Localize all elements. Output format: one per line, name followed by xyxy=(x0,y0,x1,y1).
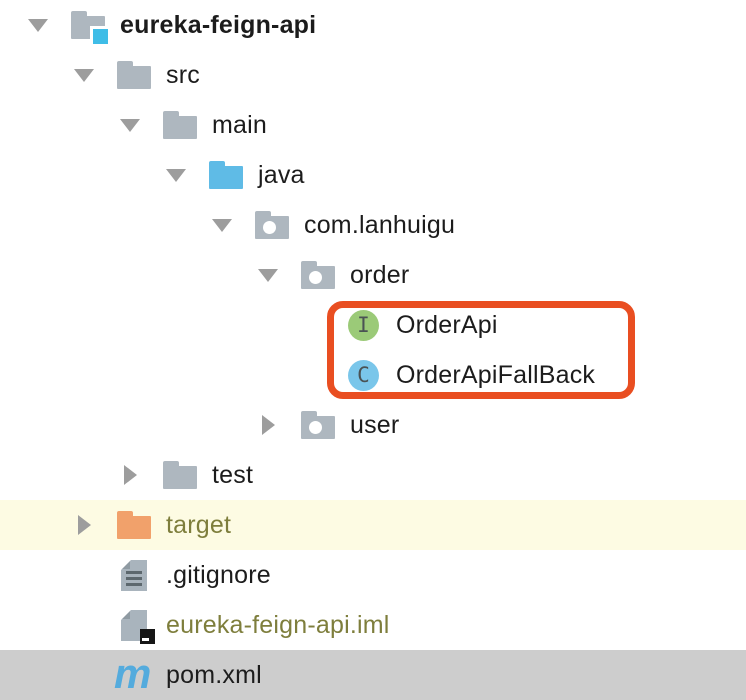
expand-arrow-icon[interactable] xyxy=(74,63,94,87)
expand-arrow-icon[interactable] xyxy=(120,113,140,137)
collapse-arrow-icon[interactable] xyxy=(74,513,94,537)
tree-item-label: eureka-feign-api.iml xyxy=(166,610,390,639)
tree-item-eureka-feign-api[interactable]: eureka-feign-api xyxy=(0,0,746,50)
tree-item-target[interactable]: target xyxy=(0,500,746,550)
tree-item-main[interactable]: main xyxy=(0,100,746,150)
tree-item-label: pom.xml xyxy=(166,660,262,689)
tree-item-src[interactable]: src xyxy=(0,50,746,100)
class-icon: C xyxy=(347,358,381,392)
tree-item-java[interactable]: java xyxy=(0,150,746,200)
interface-icon: I xyxy=(347,308,381,342)
tree-item-orderapifallback[interactable]: C OrderApiFallBack xyxy=(0,350,746,400)
collapse-arrow-icon[interactable] xyxy=(258,413,278,437)
tree-item-label: test xyxy=(212,460,254,489)
tree-item-label: order xyxy=(350,260,410,289)
tree-item-label: user xyxy=(350,410,400,439)
tree-item-com-lanhuigu[interactable]: com.lanhuigu xyxy=(0,200,746,250)
tree-item-gitignore[interactable]: .gitignore xyxy=(0,550,746,600)
folder-icon xyxy=(117,58,151,92)
tree-item-label: src xyxy=(166,60,200,89)
tree-item-orderapi[interactable]: I OrderApi xyxy=(0,300,746,350)
source-folder-icon xyxy=(209,158,243,192)
tree-item-iml[interactable]: eureka-feign-api.iml xyxy=(0,600,746,650)
tree-item-label: target xyxy=(166,510,232,539)
package-icon xyxy=(301,408,335,442)
expand-arrow-icon[interactable] xyxy=(258,263,278,287)
project-folder-icon xyxy=(71,8,108,44)
tree-item-label: java xyxy=(258,160,305,189)
tree-item-label: eureka-feign-api xyxy=(120,10,317,39)
expand-arrow-icon[interactable] xyxy=(212,213,232,237)
tree-item-label: .gitignore xyxy=(166,560,271,589)
tree-item-label: OrderApiFallBack xyxy=(396,360,596,389)
tree-item-label: OrderApi xyxy=(396,310,498,339)
tree-item-user[interactable]: user xyxy=(0,400,746,450)
tree-item-label: main xyxy=(212,110,267,139)
maven-icon: m xyxy=(114,650,152,697)
module-file-icon xyxy=(117,608,155,644)
text-file-icon xyxy=(117,558,151,592)
tree-item-test[interactable]: test xyxy=(0,450,746,500)
expand-arrow-icon[interactable] xyxy=(28,13,48,37)
tree-item-pom-xml[interactable]: m pom.xml xyxy=(0,650,746,700)
package-icon xyxy=(301,258,335,292)
excluded-folder-icon xyxy=(117,508,151,542)
tree-item-order[interactable]: order xyxy=(0,250,746,300)
folder-icon xyxy=(163,108,197,142)
tree-item-label: com.lanhuigu xyxy=(304,210,456,239)
package-icon xyxy=(255,208,289,242)
expand-arrow-icon[interactable] xyxy=(166,163,186,187)
collapse-arrow-icon[interactable] xyxy=(120,463,140,487)
folder-icon xyxy=(163,458,197,492)
